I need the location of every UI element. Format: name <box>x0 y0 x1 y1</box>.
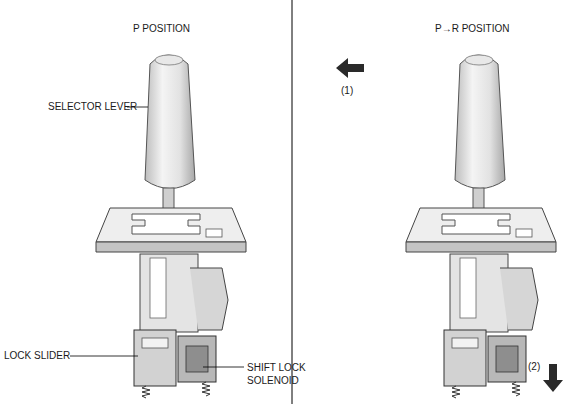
position-heading: P POSITION <box>133 22 190 35</box>
part-label: LOCK SLIDER <box>4 349 70 362</box>
direction-arrow <box>543 364 563 392</box>
leader-line <box>70 356 138 357</box>
callout-number: (1) <box>341 84 353 97</box>
leader-line <box>203 367 244 368</box>
part-label: SHIFT LOCK SOLENOID <box>247 361 311 387</box>
position-heading: P→R POSITION <box>435 22 509 35</box>
panel-divider <box>292 0 293 404</box>
part-label: SELECTOR LEVER <box>48 100 137 113</box>
callout-number: (2) <box>528 360 540 373</box>
selector-assembly <box>406 55 556 398</box>
direction-arrow <box>336 58 364 78</box>
